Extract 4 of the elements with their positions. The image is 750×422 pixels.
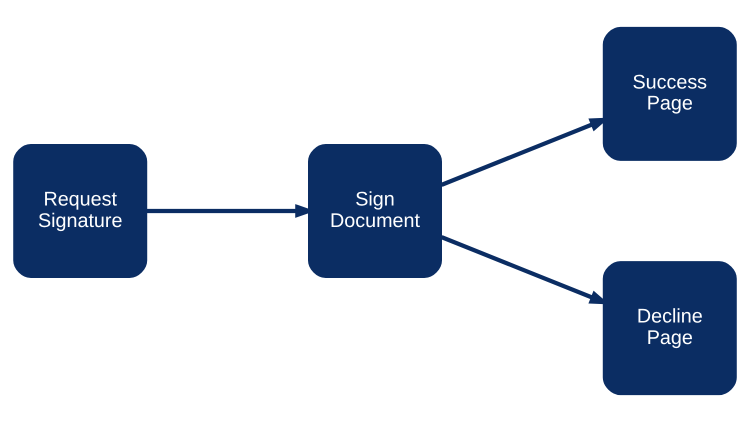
node-box: Request Signature xyxy=(13,144,148,278)
node-box: Success Page xyxy=(602,26,737,161)
node-box: Sign Document xyxy=(308,144,442,278)
node-box: Decline Page xyxy=(602,261,737,396)
